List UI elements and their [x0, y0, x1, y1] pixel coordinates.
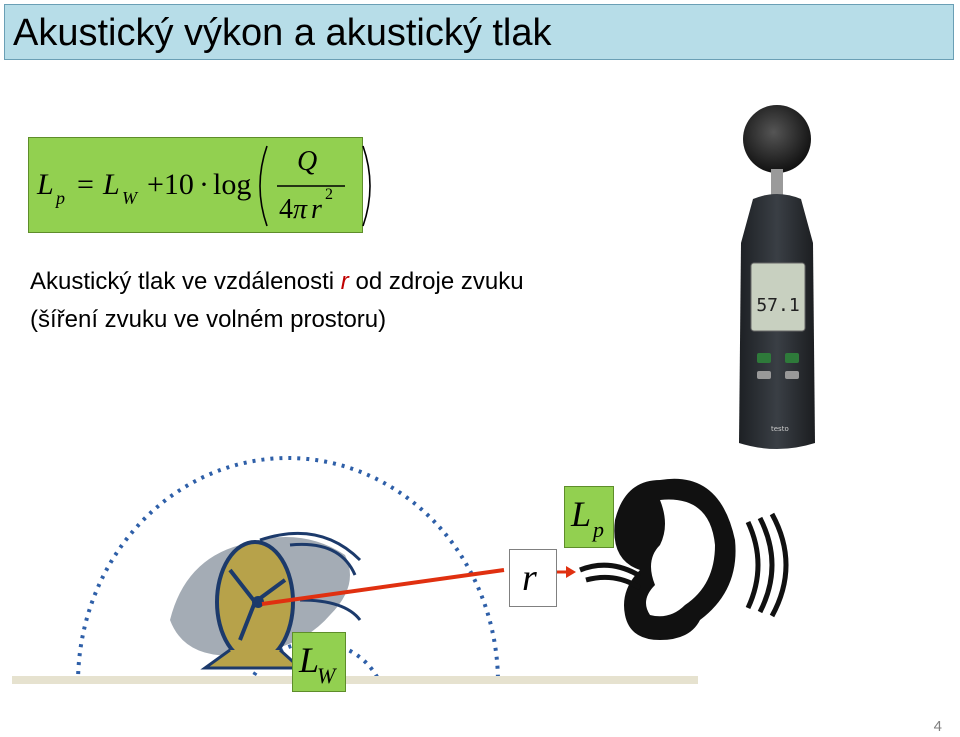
description-line-2: (šíření zvuku ve volném prostoru): [30, 306, 387, 333]
formula-equals: =: [77, 168, 94, 201]
sound-level-meter-image: 57.1 testo: [739, 105, 815, 449]
formula-parens: [259, 145, 371, 227]
description: Akustický tlak ve vzdálenosti r od zdroj…: [30, 263, 524, 339]
formula-box: L p = L W +10 · log Q 4 π r 2: [28, 137, 371, 233]
slide-title: Akustický výkon a akustický tlak: [13, 12, 552, 54]
svg-text:testo: testo: [771, 425, 789, 433]
floor-line: [12, 676, 698, 684]
formula-plus-ten: +10: [147, 168, 194, 201]
lw-label-main: L: [299, 640, 320, 680]
formula-lp-sub: p: [56, 188, 65, 208]
formula-lw-main: L: [103, 168, 120, 201]
formula-dot: ·: [199, 168, 209, 201]
meter-screen: [750, 262, 806, 332]
title-bar: Akustický výkon a akustický tlak: [4, 4, 954, 60]
formula-lw-sub: W: [122, 188, 137, 208]
meter-reading: 57.1: [756, 295, 799, 316]
description-line-1: Akustický tlak ve vzdálenosti r od zdroj…: [30, 268, 524, 295]
formula-numerator: Q: [297, 146, 318, 177]
formula-denom-four: 4: [279, 194, 293, 225]
formula-log: log: [213, 168, 252, 201]
lp-label-sub: p: [593, 517, 604, 542]
distance-line: [261, 568, 505, 606]
microphone-windscreen: [743, 105, 811, 173]
description-r-variable: r: [340, 268, 349, 295]
page-number: 4: [933, 718, 942, 735]
r-label-box: r: [509, 549, 557, 607]
formula-denom-r: r: [311, 194, 322, 225]
microphone-stem: [771, 169, 783, 197]
lw-label-box: L W: [292, 632, 346, 692]
hemisphere-arc: [76, 456, 500, 684]
formula-lp-main: L: [37, 168, 54, 201]
formula-denom-pi: π: [293, 194, 308, 225]
lw-label-sub: W: [317, 663, 336, 688]
r-label: r: [522, 557, 537, 599]
lp-label-box: L p: [564, 486, 614, 548]
lp-label-main: L: [571, 494, 592, 534]
formula-denom-exp: 2: [325, 186, 333, 203]
